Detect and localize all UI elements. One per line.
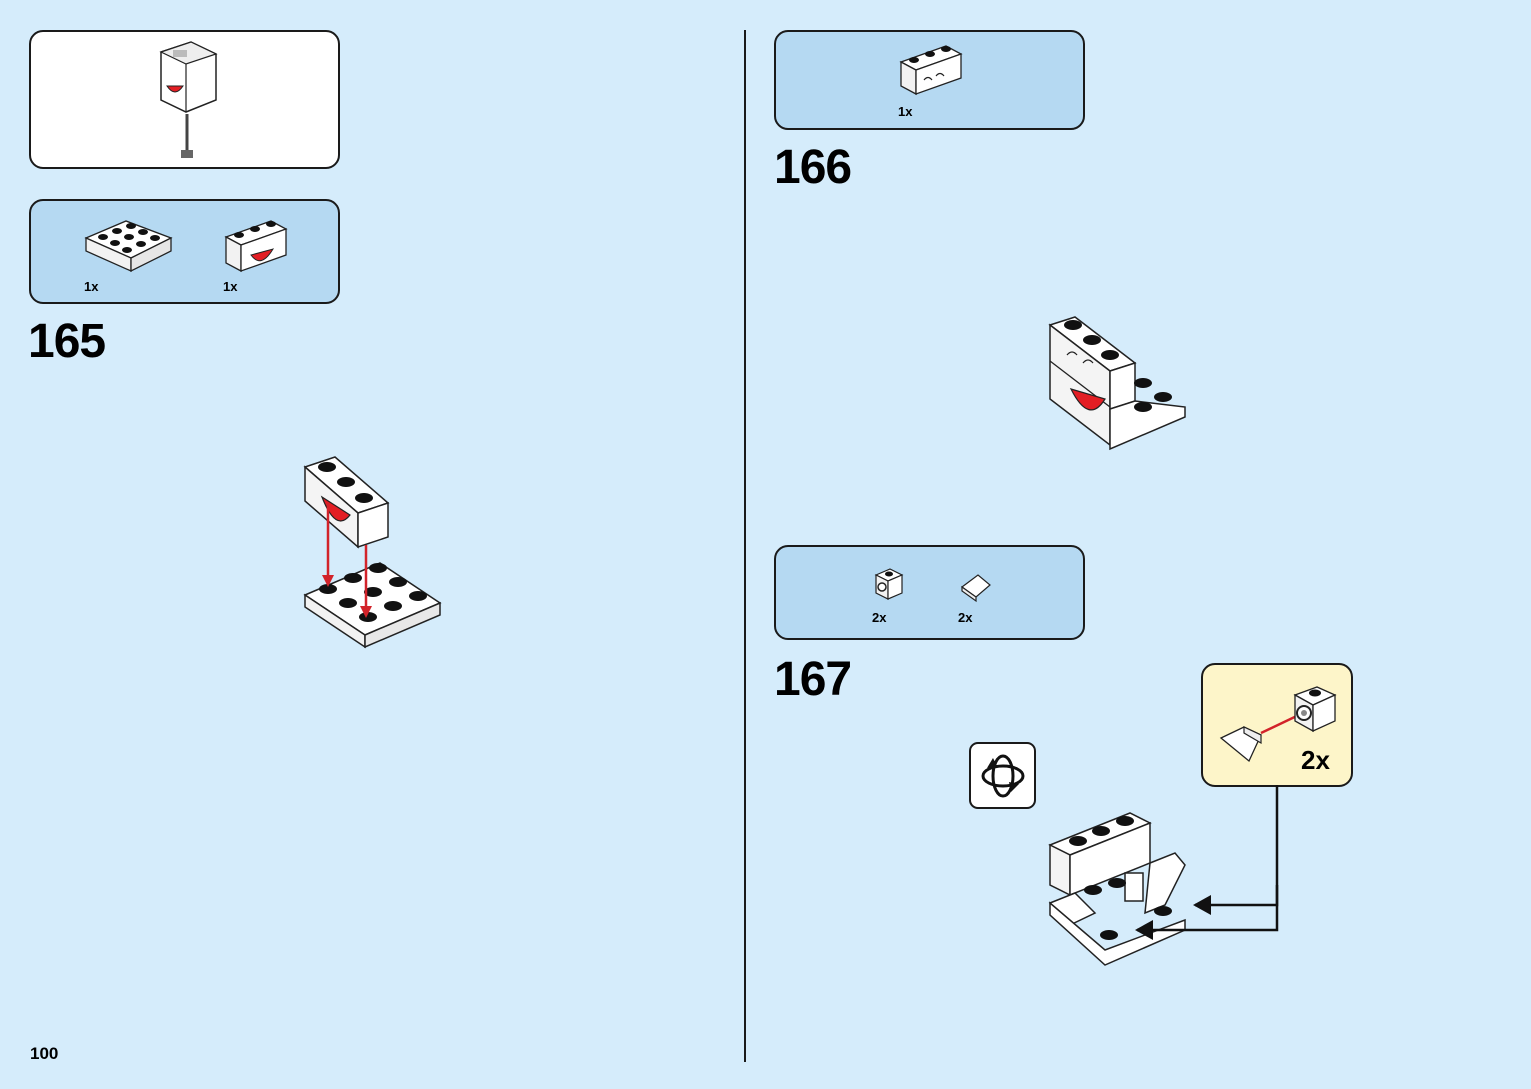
- boo-model-preview-icon: [151, 42, 221, 162]
- bracket-brick-icon: [872, 567, 906, 603]
- page-divider: [744, 30, 746, 1062]
- rotate-model-icon: [969, 742, 1036, 809]
- boo-eyes-brick-icon: [896, 44, 966, 99]
- page-number: 100: [30, 1044, 58, 1064]
- step-number-166: 166: [774, 140, 851, 195]
- part-qty: 2x: [872, 610, 886, 625]
- step-166-parts-list: 1x: [774, 30, 1085, 130]
- step-167-parts-list: 2x 2x: [774, 545, 1085, 640]
- step-number-167: 167: [774, 652, 851, 707]
- slope-tile-icon: [958, 571, 994, 603]
- boo-mouth-brick-icon: [221, 219, 291, 277]
- step-number-165: 165: [28, 314, 105, 369]
- plate-3x3-icon: [81, 213, 176, 278]
- previous-build-preview: [29, 30, 340, 169]
- sub-assembly-callout: 2x: [1201, 663, 1353, 787]
- step-165-assembly-illustration: [300, 455, 445, 650]
- step-165-parts-list: 1x 1x: [29, 199, 340, 304]
- step-167-assembly-illustration: [1045, 785, 1285, 970]
- part-qty: 2x: [958, 610, 972, 625]
- step-166-assembly-illustration: [1045, 315, 1190, 450]
- part-qty: 1x: [223, 279, 237, 294]
- part-qty: 1x: [898, 104, 912, 119]
- part-qty: 1x: [84, 279, 98, 294]
- callout-qty: 2x: [1301, 745, 1330, 776]
